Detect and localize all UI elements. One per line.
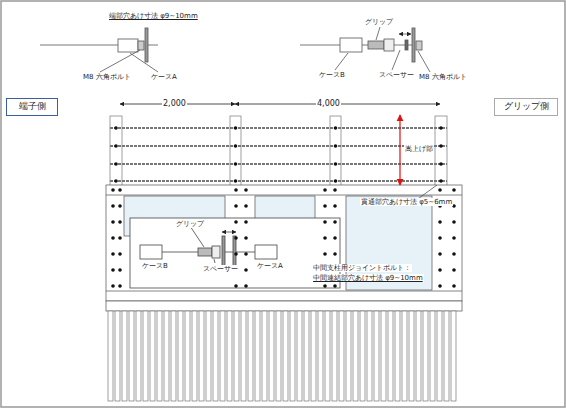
part-name: スペーサー [202, 265, 239, 273]
note-title: 端部穴あけ寸法 φ9~10mm [108, 12, 199, 20]
note: 中間連結部穴あけ寸法 φ9~10mm [312, 274, 424, 282]
region-label: 嵩上げ部 [404, 145, 434, 153]
side-label: 端子側 [19, 101, 46, 113]
part-name: ケースA [150, 73, 178, 81]
dimension: 2,000 [162, 99, 187, 108]
part-name: M8 六角ボルト [82, 73, 132, 81]
note: 貫通部穴あけ寸法 φ5~6mm [360, 198, 453, 206]
part-name: ケースB [141, 262, 169, 270]
note: 中間支柱用ジョイントボルト： [312, 264, 412, 272]
part-name: グリップ [175, 220, 205, 228]
side-label-box: 端子側 [6, 98, 58, 116]
part-name: グリップ [364, 18, 394, 26]
part-name: ケースB [318, 71, 346, 79]
dimension: 4,000 [316, 99, 341, 108]
part-name: M8 六角ボルト [418, 73, 468, 81]
side-label: グリップ側 [504, 101, 549, 113]
part-name: スペーサー [378, 71, 415, 79]
side-label-box: グリップ側 [494, 98, 558, 116]
part-name: ケースA [256, 262, 284, 270]
